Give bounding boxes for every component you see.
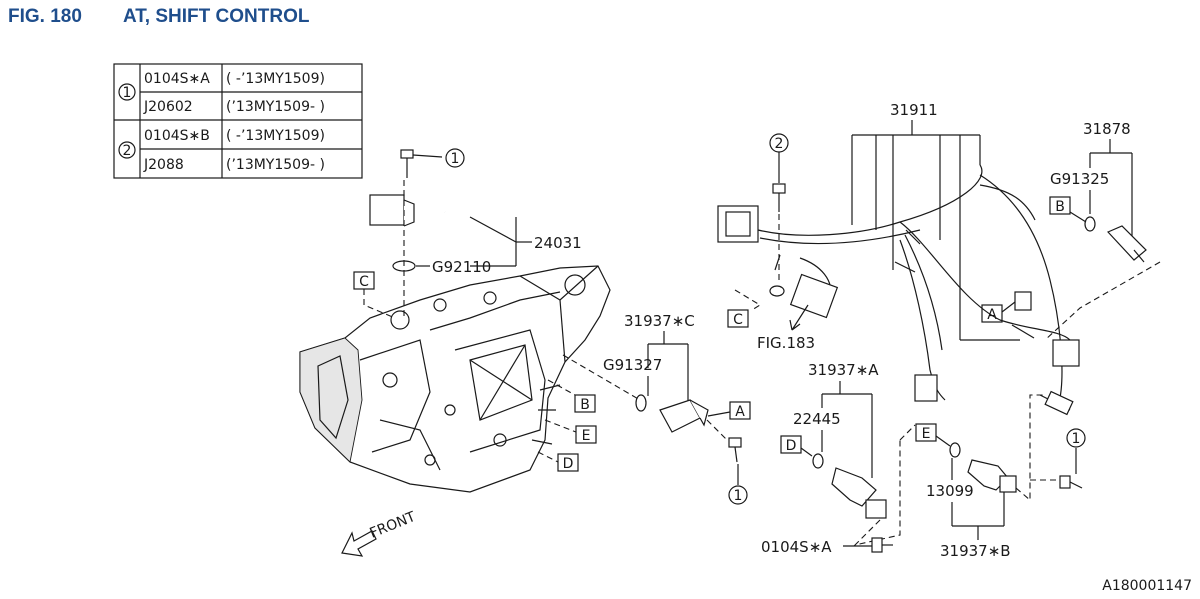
bolt-sensor-c — [728, 437, 742, 448]
svg-text:1: 1 — [1072, 431, 1081, 447]
figure-title: AT, SHIFT CONTROL — [123, 6, 310, 27]
svg-text:D: D — [786, 438, 797, 454]
bolt-harness — [772, 183, 786, 194]
legend-marker-1-text: 1 — [123, 85, 132, 101]
legend-row3-part: 0104S∗B — [144, 128, 210, 144]
svg-text:C: C — [733, 312, 743, 328]
svg-text:D: D — [563, 456, 574, 472]
figure-code: A180001147 — [1102, 578, 1192, 594]
svg-text:2: 2 — [775, 136, 784, 152]
callout-circle-1-top — [445, 148, 465, 168]
box-b-right — [1049, 196, 1071, 215]
transmission-assembly — [299, 265, 611, 493]
legend-row2-range: (’13MY1509- ) — [226, 99, 325, 115]
svg-text:E: E — [922, 426, 931, 442]
label-24031: 24031 — [534, 234, 582, 252]
legend-marker-2 — [118, 141, 136, 159]
o-ring-22445 — [812, 453, 824, 469]
sensor-31937a — [831, 467, 877, 507]
box-e-right — [915, 423, 937, 442]
front-label: FRONT — [368, 509, 419, 542]
legend-marker-2-text: 2 — [123, 143, 132, 159]
callout-circle-1-right — [1066, 428, 1086, 448]
svg-text:A: A — [987, 307, 997, 323]
legend-row3-range: ( -’13MY1509) — [226, 128, 325, 144]
bolt-top: 1 — [400, 148, 465, 178]
box-e-left — [575, 425, 597, 444]
o-ring-13099 — [949, 442, 961, 458]
legend-table: 1 2 0104S∗A ( -’13MY1509) J20602 (’13MY1… — [113, 63, 363, 179]
box-d-left — [557, 453, 579, 472]
box-c-harness — [727, 309, 749, 328]
label-31937b: 31937∗B — [940, 542, 1011, 560]
label-g91327: G91327 — [603, 356, 662, 374]
legend-marker-1 — [118, 83, 136, 101]
legend-row1-range: ( -’13MY1509) — [226, 71, 325, 87]
label-13099: 13099 — [926, 482, 974, 500]
label-g92110: G92110 — [432, 258, 491, 276]
callout-circle-1-sensor-c — [728, 485, 748, 505]
label-0104sa: 0104S∗A — [761, 538, 832, 556]
legend-row4-range: (’13MY1509- ) — [226, 157, 325, 173]
svg-text:1: 1 — [734, 488, 743, 504]
label-31878: 31878 — [1083, 120, 1131, 138]
label-31937c: 31937∗C — [624, 312, 695, 330]
hose-24031 — [369, 186, 474, 242]
svg-text:E: E — [582, 428, 591, 444]
legend-row4-part: J2088 — [143, 157, 184, 173]
svg-text:B: B — [580, 397, 590, 413]
o-ring-g92110 — [392, 260, 416, 272]
legend-row2-part: J20602 — [143, 99, 193, 115]
sensor-31878 — [1106, 225, 1147, 261]
o-ring-g91327 — [635, 394, 647, 412]
box-a-sensor-c — [729, 401, 751, 420]
svg-text:C: C — [359, 274, 369, 290]
box-d-right — [780, 435, 802, 454]
box-a-harness — [981, 304, 1003, 323]
label-31911: 31911 — [890, 101, 938, 119]
front-direction-arrow: FRONT — [341, 509, 419, 557]
figure-number: FIG. 180 — [8, 6, 82, 27]
bolt-31937b — [1059, 475, 1071, 489]
label-31937a: 31937∗A — [808, 361, 879, 379]
label-g91325: G91325 — [1050, 170, 1109, 188]
svg-text:A: A — [735, 404, 745, 420]
o-ring-g91325 — [1084, 216, 1096, 232]
label-22445: 22445 — [793, 410, 841, 428]
svg-text:B: B — [1055, 199, 1065, 215]
label-fig183: FIG.183 — [757, 334, 815, 352]
harness-31911 — [717, 164, 1080, 416]
svg-text:1: 1 — [451, 151, 460, 167]
box-b-left — [574, 394, 596, 413]
sensor-31937b — [967, 459, 1009, 491]
bolt-31937a — [871, 537, 883, 553]
legend-row1-part: 0104S∗A — [144, 71, 210, 87]
